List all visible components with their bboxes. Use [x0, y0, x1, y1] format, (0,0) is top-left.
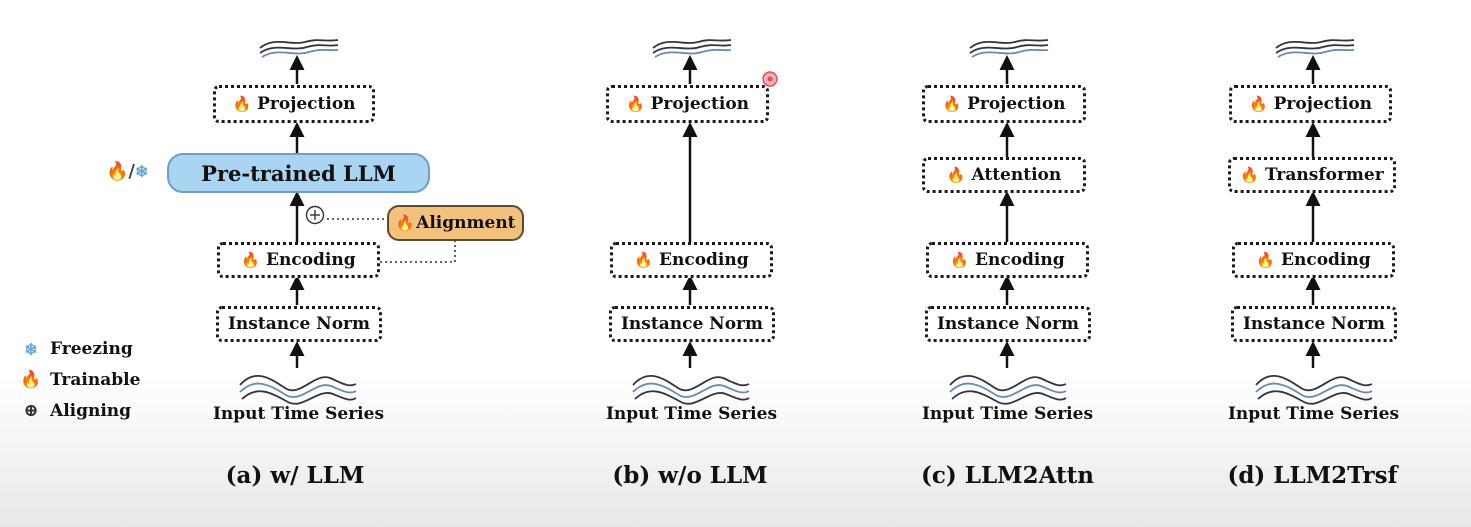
- fire-icon: 🔥: [1256, 250, 1276, 269]
- fire-icon: 🔥: [1240, 165, 1259, 184]
- panel-d-instance-norm-box: Instance Norm: [1231, 306, 1397, 342]
- input-wave-a: [239, 374, 357, 405]
- panel-b-encoding-box: 🔥 Encoding: [610, 242, 773, 278]
- panel-a-projection-label: Projection: [257, 94, 356, 114]
- panel-b-input-label: Input Time Series: [605, 404, 778, 424]
- panel-b-encoding-label: Encoding: [659, 250, 749, 270]
- snowflake-icon: ❄: [24, 339, 38, 359]
- panel-d-encoding-box: 🔥 Encoding: [1232, 242, 1395, 278]
- fire-icon: 🔥: [950, 250, 970, 269]
- legend-trainable: 🔥 Trainable: [20, 370, 140, 390]
- fire-icon: 🔥: [625, 94, 645, 113]
- fire-icon: 🔥: [946, 165, 966, 184]
- panel-a-alignment-label: Alignment: [416, 213, 516, 233]
- legend-freezing: ❄ Freezing: [20, 339, 133, 359]
- panel-a-projection-box: 🔥 Projection: [213, 85, 375, 123]
- input-wave-c: [949, 374, 1067, 405]
- fire-icon: 🔥: [634, 250, 654, 269]
- panel-d-transformer-label: Transformer: [1265, 165, 1384, 185]
- panel-a-norm-label: Instance Norm: [227, 314, 371, 334]
- panel-d-encoding-label: Encoding: [1281, 250, 1371, 270]
- panel-c-encoding-label: Encoding: [975, 250, 1065, 270]
- panel-a-pretrained-llm: Pre-trained LLM: [167, 153, 430, 193]
- panel-c-attention-label: Attention: [971, 165, 1062, 185]
- fire-icon: 🔥: [20, 370, 42, 390]
- panel-a-encoding-box: 🔥 Encoding: [217, 242, 380, 278]
- panel-d-transformer-box: 🔥 Transformer: [1228, 157, 1396, 193]
- snowflake-icon: ❄: [135, 162, 149, 181]
- fire-icon: 🔥: [241, 250, 261, 269]
- panel-d-projection-label: Projection: [1273, 94, 1373, 114]
- fire-icon: 🔥: [106, 161, 129, 182]
- output-wave-a: [259, 39, 339, 58]
- legend-freezing-label: Freezing: [50, 339, 133, 359]
- panel-d-norm-label: Instance Norm: [1242, 314, 1386, 334]
- panel-b-caption: (b) w/o LLM: [612, 462, 768, 489]
- panel-d-input-label: Input Time Series: [1227, 404, 1400, 424]
- panel-a-input-label: Input Time Series: [212, 404, 385, 424]
- fire-icon: 🔥: [395, 213, 415, 232]
- panel-b-instance-norm-box: Instance Norm: [609, 306, 775, 342]
- fire-icon: 🔥: [942, 94, 962, 113]
- output-wave-d: [1275, 39, 1355, 58]
- panel-b-norm-label: Instance Norm: [620, 314, 764, 334]
- panel-d-caption: (d) LLM2Trsf: [1227, 462, 1398, 489]
- legend-aligning-label: Aligning: [50, 400, 132, 421]
- panel-a-alignment-box: 🔥Alignment: [387, 205, 524, 241]
- panel-c-projection-label: Projection: [967, 94, 1066, 114]
- panel-c-attention-box: 🔥 Attention: [922, 157, 1086, 193]
- panel-a-llm-state: 🔥/❄: [106, 161, 149, 182]
- panel-c-input-label: Input Time Series: [921, 404, 1094, 424]
- output-wave-c: [969, 39, 1049, 58]
- background-fade: [0, 377, 1471, 527]
- fire-icon: 🔥: [232, 94, 252, 113]
- panel-c-caption: (c) LLM2Attn: [921, 462, 1094, 489]
- output-wave-b: [652, 39, 732, 58]
- legend-trainable-label: Trainable: [50, 370, 141, 390]
- panel-b-projection-box: 🔥 Projection: [606, 85, 769, 123]
- panel-a-encoding-label: Encoding: [266, 250, 356, 270]
- panel-c-projection-box: 🔥 Projection: [922, 85, 1086, 123]
- legend-aligning: ⊕ Aligning: [20, 400, 131, 421]
- panel-c-norm-label: Instance Norm: [936, 314, 1080, 334]
- panel-a-llm-label: Pre-trained LLM: [201, 160, 396, 186]
- input-wave-b: [632, 374, 750, 405]
- panel-c-instance-norm-box: Instance Norm: [925, 306, 1091, 342]
- fire-icon: 🔥: [1248, 94, 1268, 113]
- input-wave-d: [1255, 374, 1373, 405]
- panel-a-caption: (a) w/ LLM: [225, 462, 365, 489]
- panel-c-encoding-box: 🔥 Encoding: [926, 242, 1089, 278]
- panel-b-projection-label: Projection: [650, 94, 750, 114]
- panel-d-projection-box: 🔥 Projection: [1229, 85, 1392, 123]
- panel-a-instance-norm-box: Instance Norm: [216, 306, 382, 342]
- oplus-icon: ⊕: [23, 400, 39, 421]
